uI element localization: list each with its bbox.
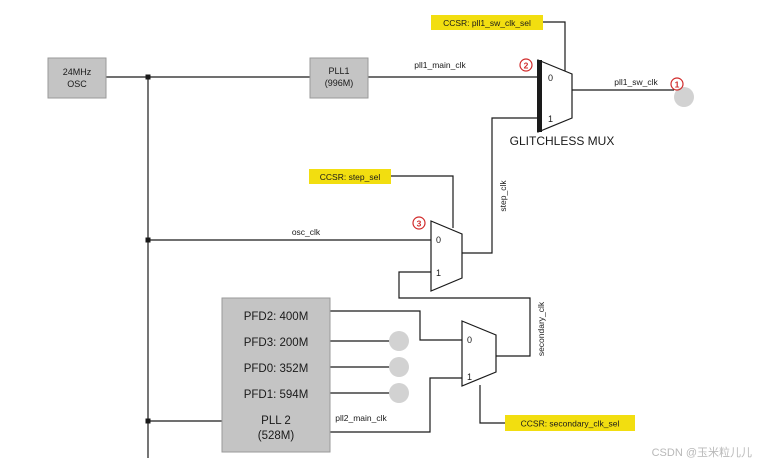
pll1-sw-clk-pad [674, 87, 694, 107]
pll1-label-line2: (996M) [325, 78, 354, 88]
junction-dot [145, 418, 151, 424]
osc-label-line2: OSC [67, 79, 87, 89]
marker-2-ring [519, 58, 533, 72]
signal-pll1-sw-clk: pll1_sw_clk [614, 77, 658, 87]
csr-pll1-sw-clk-sel: CCSR: pll1_sw_clk_sel [431, 15, 543, 30]
pll1-block: PLL1 (996M) [309, 57, 369, 99]
pfd0-pad [389, 357, 409, 377]
osc-box [47, 57, 107, 99]
pfd2-label: PFD2: 400M [244, 311, 309, 323]
glitchless-mux-input-1: 1 [548, 114, 553, 124]
watermark: CSDN @玉米粒儿儿 [652, 445, 752, 459]
signal-secondary-clk: secondary_clk [536, 301, 546, 356]
csr-step-sel-label: CCSR: step_sel [320, 172, 381, 182]
wire-pll2-main-clk [330, 377, 462, 433]
pll1-box [309, 57, 369, 99]
step-mux-input-1: 1 [436, 268, 441, 278]
junction-dot [145, 74, 151, 80]
secondary-mux-body [461, 320, 497, 387]
pll1-label-line1: PLL1 [328, 66, 349, 76]
pll2-pfd-block: PFD2: 400M PFD3: 200M PFD0: 352M PFD1: 5… [221, 297, 331, 453]
marker-1: 1 [670, 77, 684, 91]
pfd0-label: PFD0: 352M [244, 363, 309, 375]
osc-label-line1: 24MHz [63, 67, 92, 77]
step-mux: 0 1 [430, 220, 463, 292]
signal-pll1-main-clk: pll1_main_clk [414, 60, 466, 70]
marker-1-ring [670, 77, 684, 91]
marker-1-label: 1 [675, 80, 680, 90]
csr-secondary-clk-sel: CCSR: secondary_clk_sel [505, 415, 635, 431]
signal-step-clk: step_clk [498, 180, 508, 212]
wire-pfd2-out [330, 310, 462, 341]
junction-dot [145, 237, 151, 243]
wire-secondary-clk-sel [479, 385, 505, 424]
csr-secondary-clk-sel-label: CCSR: secondary_clk_sel [521, 419, 620, 429]
glitchless-mux-input-0: 0 [548, 73, 553, 83]
step-mux-input-0: 0 [436, 235, 441, 245]
wire-step-clk [462, 117, 538, 254]
step-mux-body [430, 220, 463, 292]
csr-secondary-clk-sel-box [505, 415, 635, 431]
wire-secondary-clk [398, 271, 531, 357]
secondary-mux-input-1: 1 [467, 372, 472, 382]
pll2-box [221, 297, 331, 453]
secondary-mux: 0 1 [461, 320, 497, 387]
marker-3-ring [412, 216, 426, 230]
pfd1-label: PFD1: 594M [244, 389, 309, 401]
signal-pll2-main-clk: pll2_main_clk [335, 413, 387, 423]
secondary-mux-input-0: 0 [467, 335, 472, 345]
marker-2: 2 [519, 58, 533, 72]
osc-block: 24MHz OSC [47, 57, 107, 99]
glitchless-mux: 0 1 GLITCHLESS MUX [510, 59, 615, 148]
wires [106, 21, 674, 458]
csr-step-sel: CCSR: step_sel [309, 169, 391, 184]
glitchless-mux-title: GLITCHLESS MUX [510, 134, 615, 148]
pfd3-label: PFD3: 200M [244, 337, 309, 349]
csr-step-sel-box [309, 169, 391, 184]
pfd3-pad [389, 331, 409, 351]
marker-3-label: 3 [417, 219, 422, 229]
pll2-label-line2: (528M) [258, 430, 295, 442]
marker-2-label: 2 [524, 61, 529, 71]
signal-osc-clk: osc_clk [292, 227, 321, 237]
glitchless-mux-body [537, 59, 573, 133]
wire-step-sel [391, 175, 454, 228]
marker-3: 3 [412, 216, 426, 230]
csr-pll1-sw-clk-sel-label: CCSR: pll1_sw_clk_sel [443, 18, 531, 28]
glitchless-mux-bar [537, 60, 542, 132]
pll2-label-line1: PLL 2 [261, 415, 291, 427]
csr-pll1-sw-clk-sel-box [431, 15, 543, 30]
wire-pll1-sw-clk-sel [543, 21, 566, 72]
pfd1-pad [389, 383, 409, 403]
